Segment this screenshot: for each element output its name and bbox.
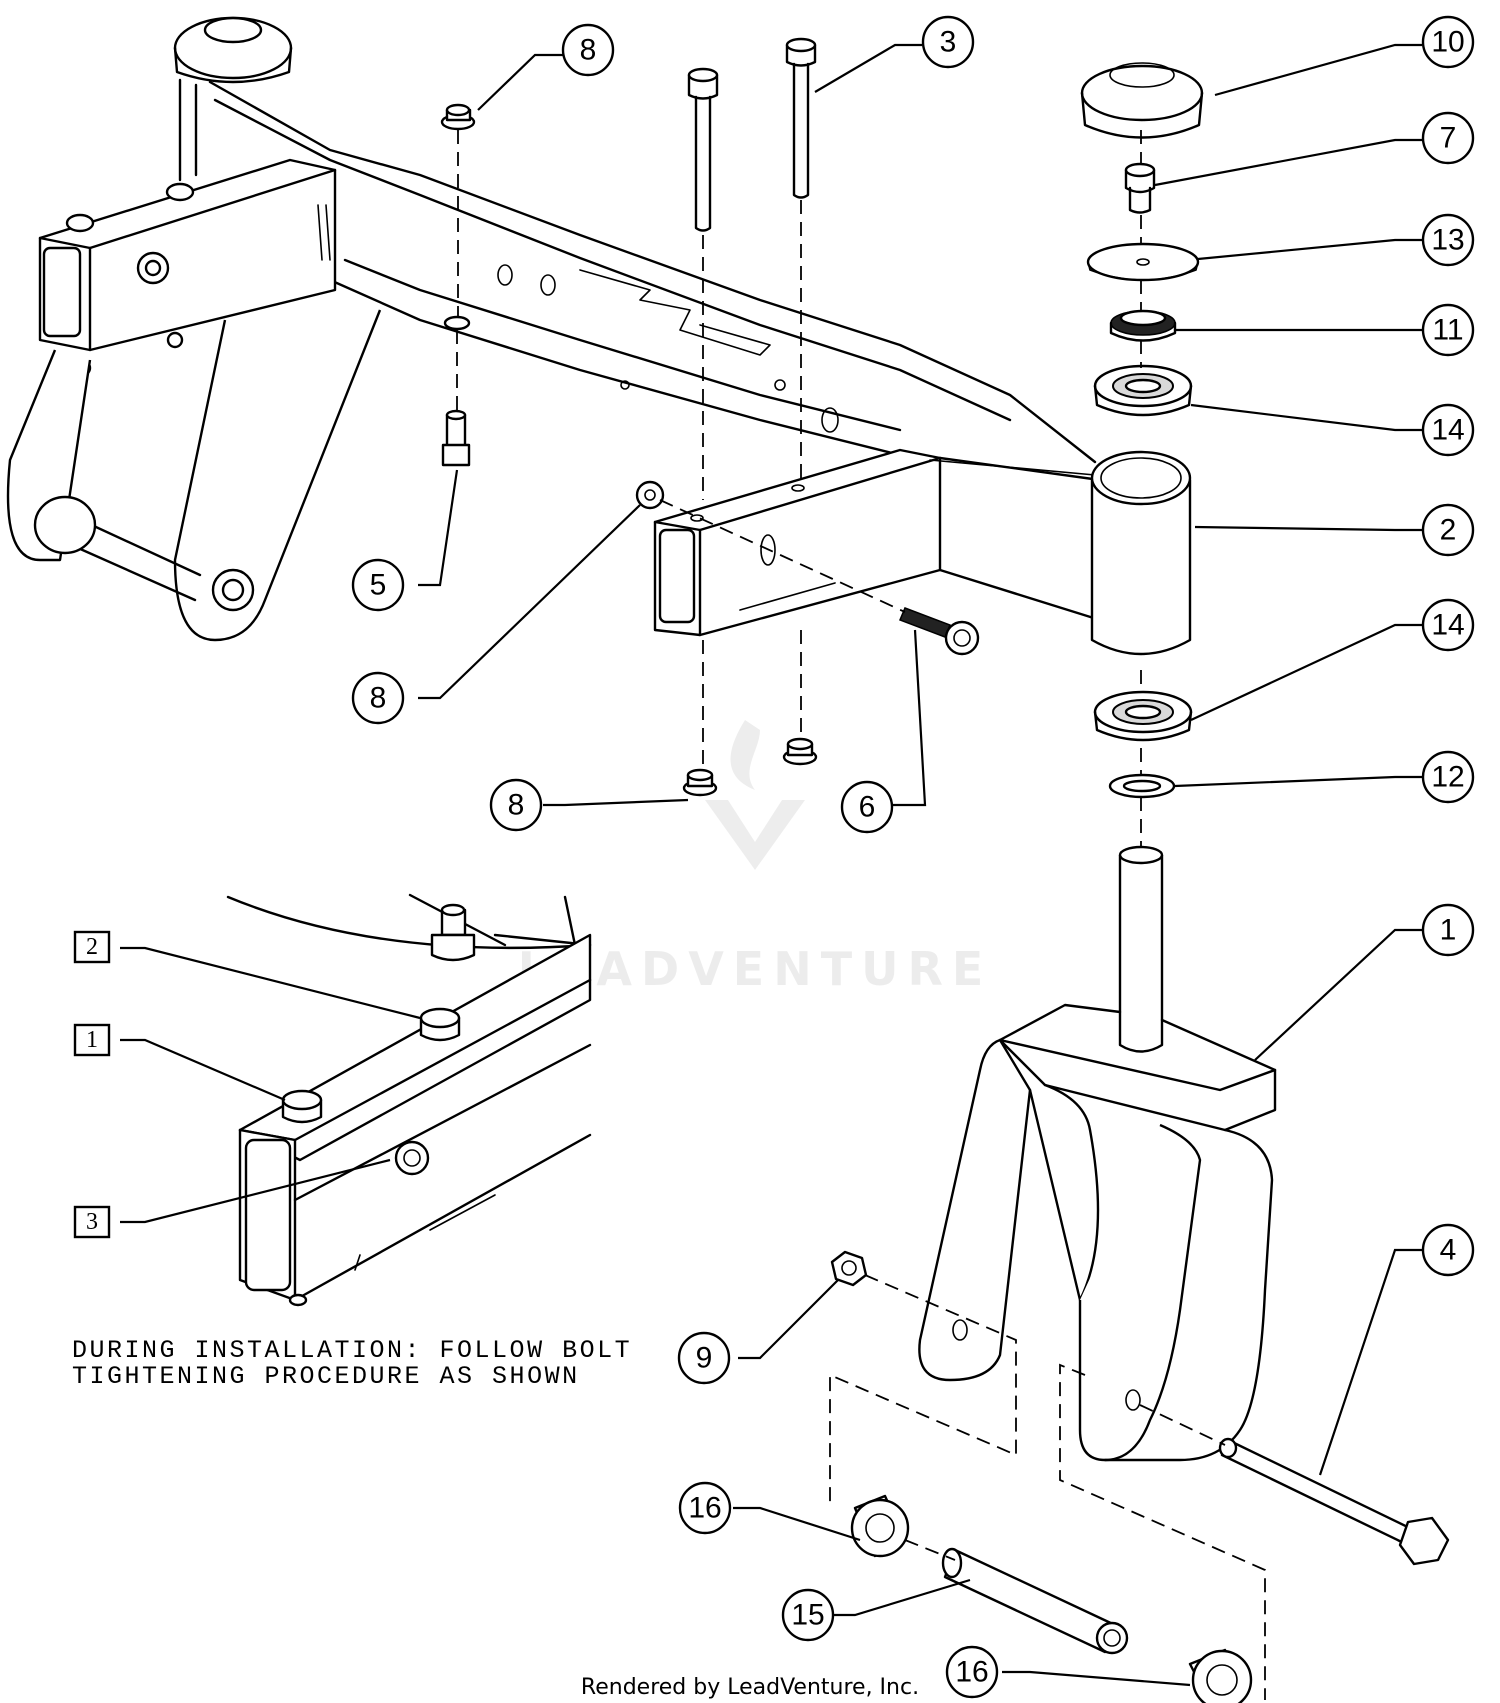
svg-text:13: 13 xyxy=(1431,224,1464,257)
bearing-lower xyxy=(1093,690,1193,742)
svg-text:15: 15 xyxy=(791,1599,824,1632)
inset-view xyxy=(226,893,592,1307)
svg-text:16: 16 xyxy=(955,1656,988,1689)
callout-8-bottom: 8 xyxy=(489,778,543,832)
callout-4: 4 xyxy=(1421,1223,1475,1277)
axle-frame xyxy=(6,16,1102,642)
installation-note: DURING INSTALLATION: FOLLOW BOLT TIGHTEN… xyxy=(72,1336,632,1391)
spacer-tube xyxy=(941,1547,1129,1655)
note-line-1: DURING INSTALLATION: FOLLOW BOLT xyxy=(72,1336,632,1365)
step-2: 2 xyxy=(73,930,111,964)
callout-8-mid: 8 xyxy=(351,671,405,725)
hex-bolt xyxy=(1124,162,1156,214)
callout-14-upper: 14 xyxy=(1421,403,1475,457)
svg-text:9: 9 xyxy=(696,1342,713,1375)
callout-7: 7 xyxy=(1421,111,1475,165)
svg-text:2: 2 xyxy=(1440,514,1457,547)
callout-16-upper: 16 xyxy=(678,1481,732,1535)
svg-text:8: 8 xyxy=(580,34,597,67)
watermark: LEADVENTURE xyxy=(518,720,993,996)
dust-cap xyxy=(1080,62,1204,139)
svg-text:11: 11 xyxy=(1432,314,1463,347)
flange-nut-top xyxy=(440,103,476,131)
callout-14-lower: 14 xyxy=(1421,598,1475,652)
svg-text:14: 14 xyxy=(1431,414,1464,447)
shoulder-bolt xyxy=(441,409,471,467)
svg-text:1: 1 xyxy=(86,1027,98,1053)
svg-text:1: 1 xyxy=(1440,914,1457,947)
watermark-text: LEADVENTURE xyxy=(518,942,993,996)
svg-text:10: 10 xyxy=(1431,26,1464,59)
callout-11: 11 xyxy=(1421,303,1475,357)
pivot-tube xyxy=(1090,450,1192,656)
bushing-upper xyxy=(850,1494,910,1558)
caster-fork xyxy=(918,845,1277,1462)
flange-nut-left xyxy=(635,480,665,510)
svg-text:16: 16 xyxy=(688,1492,721,1525)
callout-2: 2 xyxy=(1421,503,1475,557)
callout-5: 5 xyxy=(351,558,405,612)
step-1: 1 xyxy=(73,1023,111,1057)
svg-text:14: 14 xyxy=(1431,609,1464,642)
svg-text:12: 12 xyxy=(1431,761,1464,794)
spring-seal xyxy=(1109,309,1177,342)
callout-8-top: 8 xyxy=(561,23,615,77)
svg-text:5: 5 xyxy=(370,569,387,602)
callout-3: 3 xyxy=(921,15,975,69)
svg-text:6: 6 xyxy=(859,791,876,824)
svg-text:8: 8 xyxy=(508,789,525,822)
flange-nut-bottom-a xyxy=(682,768,718,797)
note-line-2: TIGHTENING PROCEDURE AS SHOWN xyxy=(72,1362,580,1391)
flat-washer xyxy=(1108,773,1176,799)
flange-nut-bottom-b xyxy=(782,737,818,766)
callout-9: 9 xyxy=(677,1331,731,1385)
render-credit: Rendered by LeadVenture, Inc. xyxy=(581,1675,919,1700)
callout-16-lower: 16 xyxy=(945,1645,999,1699)
step-3: 3 xyxy=(73,1205,111,1239)
inset-step-labels: 2 1 3 xyxy=(73,930,111,1239)
callout-10: 10 xyxy=(1421,15,1475,69)
callout-6: 6 xyxy=(840,780,894,834)
leader-lines xyxy=(120,43,1422,1687)
washer-cap xyxy=(1086,242,1200,282)
svg-text:3: 3 xyxy=(86,1209,98,1235)
alignment-lines xyxy=(456,130,1266,1700)
callout-12: 12 xyxy=(1421,750,1475,804)
svg-text:2: 2 xyxy=(86,934,98,960)
bushing-lower xyxy=(1188,1648,1253,1703)
svg-text:3: 3 xyxy=(940,26,957,59)
svg-text:4: 4 xyxy=(1440,1234,1457,1267)
axle-bolt xyxy=(1218,1437,1450,1566)
callout-bubbles: 8 3 10 7 13 11 14 2 14 12 1 4 5 8 8 6 9 … xyxy=(351,15,1475,1699)
bearing-upper xyxy=(1093,364,1193,417)
long-bolt-a xyxy=(687,67,719,232)
svg-text:7: 7 xyxy=(1440,122,1457,155)
long-bolt-b xyxy=(785,37,817,199)
hex-flange-bolt xyxy=(899,607,980,656)
callout-13: 13 xyxy=(1421,213,1475,267)
svg-text:8: 8 xyxy=(370,682,387,715)
callout-15: 15 xyxy=(781,1588,835,1642)
callout-1: 1 xyxy=(1421,903,1475,957)
bolt-head xyxy=(65,182,195,233)
